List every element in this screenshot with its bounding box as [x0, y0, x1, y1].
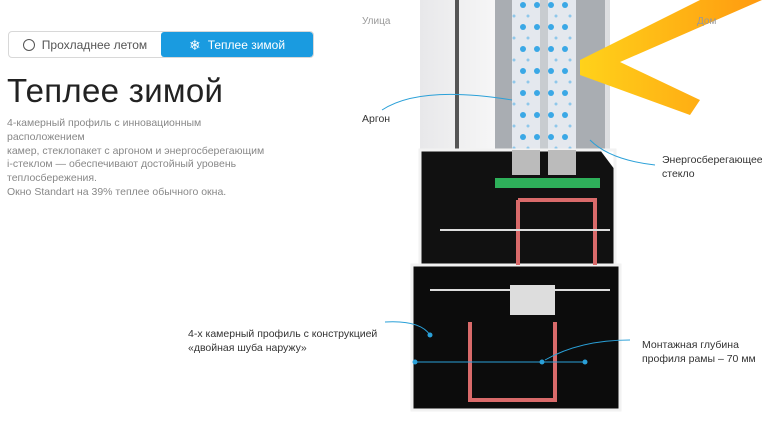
home-label: Дом: [697, 16, 717, 27]
energy-glass-label: Энергосберегающее стекло: [662, 153, 762, 181]
description-line: Окно Standart на 39% теплее обычного окн…: [7, 185, 227, 198]
description-line: 4-камерный профиль с инновационным: [7, 117, 202, 129]
label-line: Энергосберегающее: [662, 154, 762, 166]
description-line: i-стеклом — обеспечивают достойный урове…: [7, 158, 237, 171]
cooler-summer-label: Прохладнее летом: [41, 37, 148, 52]
depth-label: Монтажная глубина профиля рамы – 70 мм: [642, 338, 756, 366]
label-line: Монтажная глубина: [642, 339, 739, 351]
warmer-winter-button[interactable]: ❄ Теплее зимой: [161, 32, 313, 57]
argon-chamber: [548, 0, 576, 150]
description-line: камер, стеклопакет с аргоном и энергосбе…: [7, 144, 265, 157]
sun-ring-icon: [22, 38, 35, 51]
argon-label: Аргон: [362, 113, 391, 125]
label-line: стекло: [662, 168, 695, 180]
steel-reinforcement: [516, 198, 597, 265]
label-line: 4-х камерный профиль с конструкцией: [188, 328, 378, 340]
sun-ray-arrow: [580, 0, 762, 115]
warmer-winter-label: Теплее зимой: [207, 37, 286, 52]
snowflake-icon: ❄: [188, 36, 201, 53]
steel-reinforcement: [468, 322, 557, 402]
street-label: Улица: [362, 16, 391, 27]
glazing-bead: [495, 178, 600, 188]
label-line: «двойная шуба наружу»: [188, 342, 307, 354]
description-line: расположением: [7, 130, 85, 143]
description-line: теплосбережения.: [7, 172, 97, 185]
argon-chamber: [512, 0, 540, 150]
frame-profile: [412, 265, 620, 410]
profile-label: 4-х камерный профиль с конструкцией «дво…: [188, 327, 377, 355]
season-toggle: Прохладнее летом ❄ Теплее зимой: [8, 31, 314, 58]
label-line: профиля рамы – 70 мм: [642, 353, 756, 365]
cooler-summer-button[interactable]: Прохладнее летом: [9, 32, 161, 57]
description: 4-камерный профиль с инновационным распо…: [7, 117, 307, 200]
page-title: Теплее зимой: [7, 72, 224, 109]
